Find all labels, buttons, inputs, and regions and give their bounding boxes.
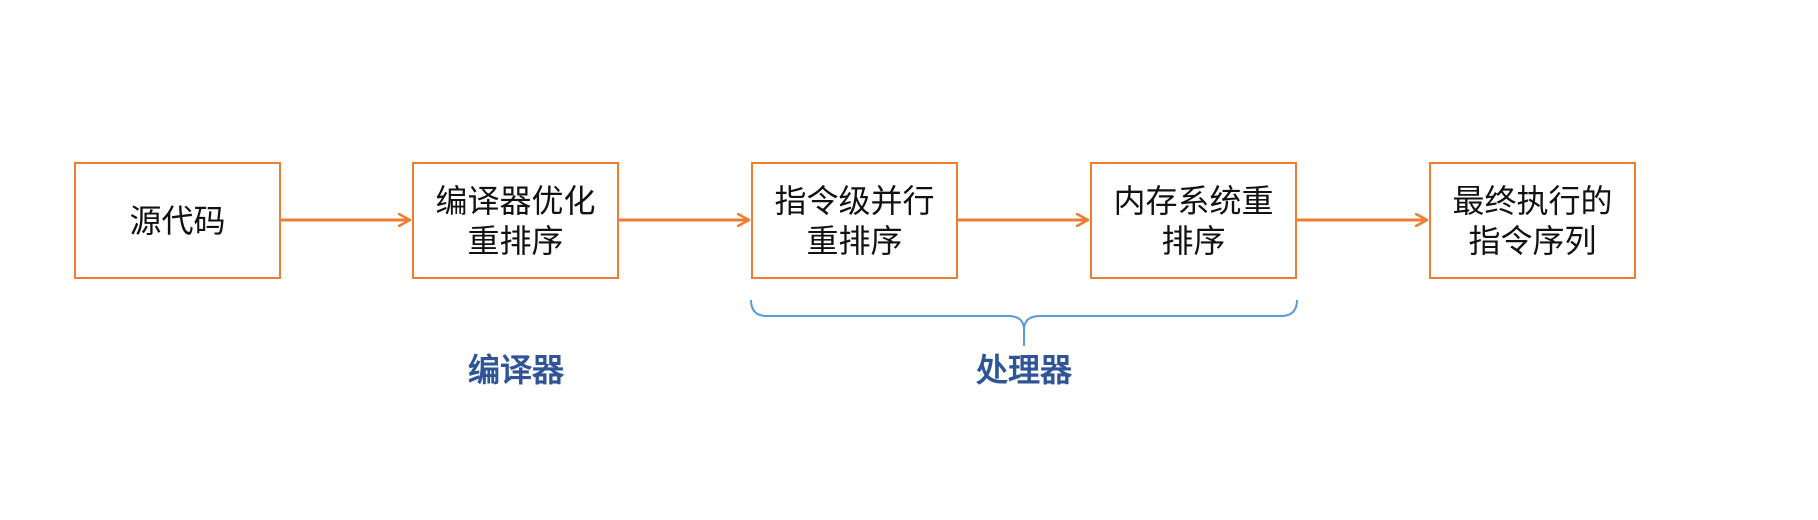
node-label: 源代码 xyxy=(129,201,226,240)
group-label-processor: 处理器 xyxy=(975,351,1072,389)
group-label-compiler: 编译器 xyxy=(467,351,564,389)
node-ilp-reorder: 指令级并行 重排序 xyxy=(751,162,958,279)
processor-brace xyxy=(750,299,1298,346)
node-label: 最终执行的 指令序列 xyxy=(1452,181,1613,260)
node-memory-reorder: 内存系统重 排序 xyxy=(1090,162,1297,279)
node-label: 内存系统重 排序 xyxy=(1113,181,1274,260)
node-label: 编译器优化 重排序 xyxy=(435,181,596,260)
node-source-code: 源代码 xyxy=(74,162,281,279)
node-compiler-reorder: 编译器优化 重排序 xyxy=(412,162,619,279)
node-label: 指令级并行 重排序 xyxy=(774,181,935,260)
node-final-sequence: 最终执行的 指令序列 xyxy=(1429,162,1636,279)
